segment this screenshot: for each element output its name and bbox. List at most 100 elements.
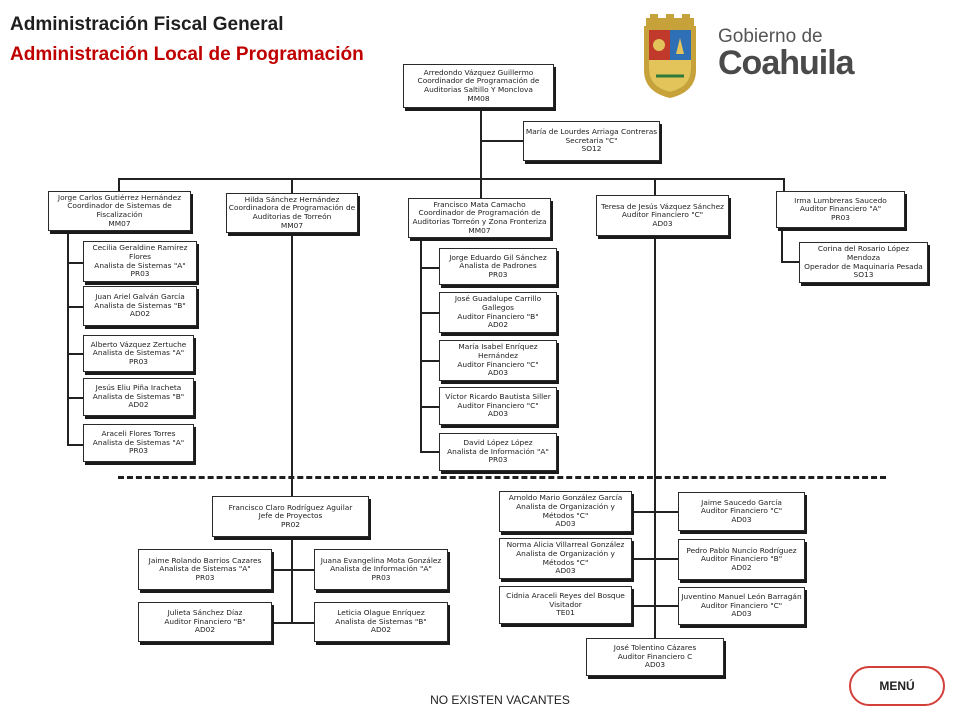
- org-box-line: Coordinador de Sistemas de: [67, 201, 172, 211]
- org-box-line: Auditor Financiero "C": [457, 400, 539, 410]
- dashed-divider: [118, 476, 886, 479]
- org-box-line: Auditor Financiero "B": [457, 311, 539, 321]
- org-box-line: Jorge Carlos Gutiérrez Hernández: [57, 192, 182, 202]
- org-box-line: AD02: [487, 320, 509, 330]
- org-box-line: SO13: [853, 270, 874, 280]
- org-box-line: Visitador: [549, 599, 582, 609]
- org-box-line: Coordinador de Programación de: [418, 208, 541, 218]
- org-box-line: Auditor Financiero "C": [457, 359, 539, 369]
- org-box-line: Jefe de Proyectos: [258, 511, 323, 521]
- vacancies-note: NO EXISTEN VACANTES: [430, 693, 570, 707]
- org-box-line: Analista de Sistemas "A": [94, 260, 186, 270]
- org-box-line: PR03: [488, 269, 508, 279]
- org-box-line: Leticia Olague Enríquez: [337, 608, 425, 618]
- org-box-line: Juana Evangelina Mota González: [320, 555, 442, 565]
- org-box-line: AD03: [555, 566, 576, 576]
- org-box-line: PR03: [130, 269, 150, 279]
- connector-line: [272, 622, 314, 624]
- org-box-line: Juan Ariel Galván García: [95, 292, 185, 302]
- org-box-line: María de Lourdes Arriaga Contreras: [525, 127, 658, 137]
- connector-line: [480, 140, 524, 142]
- org-box-line: Auditor Financiero "B": [700, 554, 783, 564]
- page-subtitle: Administración Local de Programación: [10, 44, 364, 65]
- org-box-line: AD02: [731, 562, 752, 572]
- org-box-line: José Tolentino Cázares: [613, 643, 697, 653]
- org-box-line: Corina del Rosario López: [817, 244, 910, 254]
- org-box-line: Auditorias Torreón y Zona Fronteriza: [412, 217, 547, 226]
- org-box-line: Analista de Sistemas "B": [92, 391, 185, 401]
- org-box-line: Víctor Ricardo Bautista Siller: [445, 392, 551, 402]
- org-box-line: AD02: [194, 625, 216, 635]
- org-box-line: Arredondo Vázquez Guillermo: [423, 67, 534, 77]
- org-box-line: MM07: [468, 225, 491, 235]
- org-box-line: PR03: [195, 572, 215, 582]
- org-box-line: Coordinadora de Programación de: [228, 203, 356, 213]
- org-box-line: Fiscalización: [96, 210, 143, 219]
- org-box-line: Coordinador de Programación de: [417, 76, 540, 86]
- connector-line: [118, 178, 120, 192]
- org-box-line: Irma Lumbreras Saucedo: [794, 195, 887, 205]
- connector-line: [420, 451, 439, 453]
- org-box-line: Norma Alicia Villarreal González: [506, 540, 625, 550]
- org-box-line: AD03: [555, 519, 576, 529]
- org-box-line: PR03: [129, 446, 148, 456]
- org-box-line: Pedro Pablo Nuncio Rodríguez: [686, 545, 797, 555]
- org-box-line: Auditorias Saltillo Y Monclova: [424, 85, 533, 94]
- connector-line: [781, 261, 799, 263]
- connector-line: [480, 178, 482, 198]
- org-box-line: Gallegos: [482, 302, 514, 312]
- org-box-line: AD02: [128, 400, 149, 410]
- connector-line: [118, 178, 784, 180]
- org-box-line: Jaime Saucedo García: [701, 497, 782, 507]
- org-box-line: Francisco Claro Rodríguez Aguilar: [228, 502, 353, 512]
- coat-of-arms-icon: [644, 14, 696, 98]
- org-box-line: AD03: [487, 409, 509, 419]
- org-box-line: Cecilia Geraldine Ramírez: [92, 243, 188, 253]
- connector-line: [67, 306, 83, 308]
- connector-line: [654, 178, 656, 196]
- connector-line: [291, 234, 293, 496]
- connector-line: [420, 238, 422, 453]
- org-box-line: Francisco Mata Camacho: [433, 199, 526, 209]
- connector-line: [420, 360, 439, 362]
- connector-line: [783, 178, 785, 192]
- org-box-line: Jaime Rolando Barrios Cazares: [148, 555, 262, 565]
- org-box-line: Auditor Financiero "B": [164, 616, 246, 626]
- org-box-line: Analista de Información "A": [330, 564, 432, 574]
- logo-text-coahuila: Coahuila: [718, 44, 855, 82]
- org-box-line: Analista de Padrones: [459, 261, 537, 271]
- org-box-line: MM07: [280, 220, 304, 230]
- connector-line: [291, 178, 293, 194]
- page-title: Administración Fiscal General: [10, 14, 284, 35]
- org-box-line: Juventino Manuel León Barragán: [681, 592, 802, 602]
- org-box-line: Alberto Vázquez Zertuche: [90, 339, 187, 349]
- org-box-line: AD03: [652, 218, 673, 228]
- org-box-line: AD02: [129, 309, 151, 319]
- menu-button[interactable]: MENÚ: [849, 666, 945, 706]
- connector-line: [67, 444, 83, 446]
- org-box-line: Analista de Sistemas "B": [335, 616, 427, 626]
- connector-line: [67, 231, 69, 446]
